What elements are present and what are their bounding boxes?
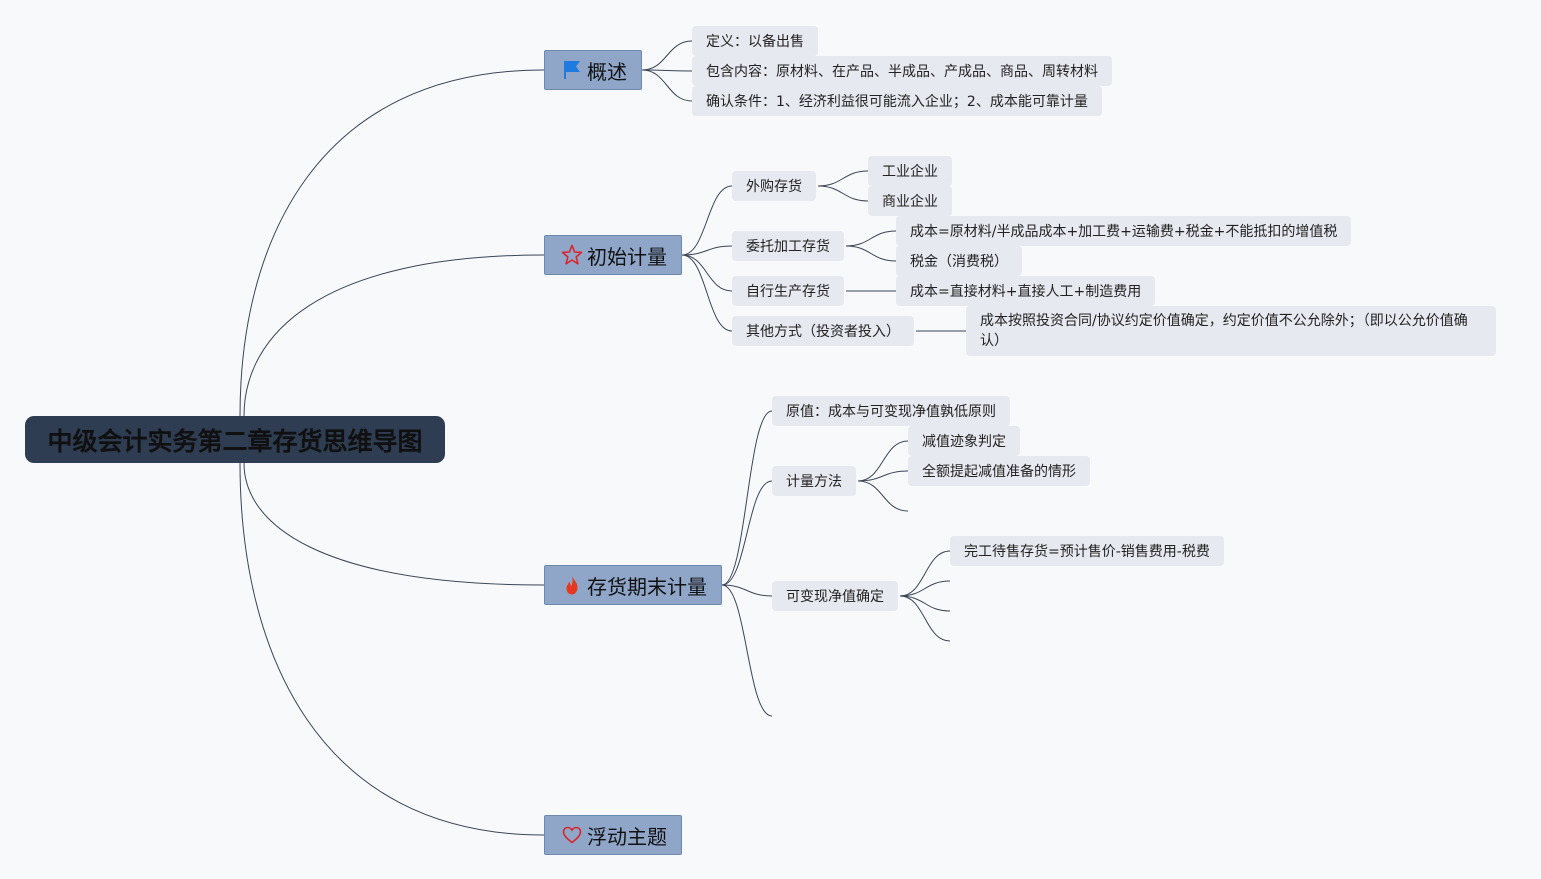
period-end-branch-line <box>721 584 773 717</box>
purchased-branch-line <box>817 185 869 202</box>
original-value[interactable]: 原值：成本与可变现净值孰低原则 <box>772 396 1010 426</box>
overview-item-label: 确认条件：1、经济利益很可能流入企业；2、成本能可靠计量 <box>706 94 1088 110</box>
other-method-label: 其他方式（投资者投入） <box>746 324 900 340</box>
purchased-inventory[interactable]: 外购存货 <box>732 171 816 201</box>
processing-child-label: 税金（消费税） <box>910 254 1008 270</box>
topic-overview-label: 概述 <box>587 59 627 84</box>
self-made-child[interactable]: 成本=直接材料+直接人工+制造费用 <box>896 276 1156 306</box>
purchased-child-label: 工业企业 <box>882 164 938 180</box>
measurement-method-label: 计量方法 <box>786 474 842 490</box>
self-made-inventory[interactable]: 自行生产存货 <box>732 276 844 306</box>
self-made-inventory-label: 自行生产存货 <box>746 284 830 300</box>
nrv-child-label: 完工待售存货=预计售价-销售费用-税费 <box>964 544 1210 560</box>
fire-icon <box>561 574 583 596</box>
period-end-branch-line <box>721 584 773 597</box>
method-child-label: 减值迹象判定 <box>922 434 1006 450</box>
processing-branch-line <box>845 230 897 247</box>
other-method[interactable]: 其他方式（投资者投入） <box>732 316 914 346</box>
flag-icon <box>561 59 583 81</box>
overview-item[interactable]: 包含内容：原材料、在产品、半成品、产成品、商品、周转材料 <box>692 56 1112 86</box>
topic-floating-label: 浮动主题 <box>587 824 667 849</box>
net-realizable-value[interactable]: 可变现净值确定 <box>772 581 898 611</box>
topic-initial-label: 初始计量 <box>587 244 667 269</box>
topic-overview[interactable]: 概述 <box>544 50 642 90</box>
overview-item[interactable]: 确认条件：1、经济利益很可能流入企业；2、成本能可靠计量 <box>692 86 1102 116</box>
net-realizable-value-label: 可变现净值确定 <box>786 589 884 605</box>
nrv-child[interactable]: 完工待售存货=预计售价-销售费用-税费 <box>950 536 1224 566</box>
purchased-child[interactable]: 工业企业 <box>868 156 952 186</box>
processing-branch-line <box>845 245 897 262</box>
method-child[interactable]: 减值迹象判定 <box>908 426 1020 456</box>
purchased-branch-line <box>817 170 869 187</box>
root-title: 中级会计实务第二章存货思维导图 <box>47 426 423 456</box>
processing-inventory[interactable]: 委托加工存货 <box>732 231 844 261</box>
method-branch-line <box>857 440 909 482</box>
initial-branch-line <box>681 254 733 332</box>
overview-branch-line <box>641 69 693 102</box>
period-end-branch-line <box>721 480 773 586</box>
overview-item-label: 包含内容：原材料、在产品、半成品、产成品、商品、周转材料 <box>706 64 1098 80</box>
topic-period-end-label: 存货期末计量 <box>587 574 707 599</box>
nrv-branch-line <box>899 580 951 597</box>
root-topic[interactable]: 中级会计实务第二章存货思维导图 <box>25 416 445 463</box>
heart-icon <box>561 824 583 846</box>
period-end-branch-line <box>721 410 773 586</box>
overview-branch-line <box>641 40 693 71</box>
processing-child[interactable]: 成本=原材料/半成品成本+加工费+运输费+税金+不能抵扣的增值税 <box>896 216 1352 246</box>
nrv-branch-line <box>899 595 951 612</box>
method-branch-line <box>857 470 909 482</box>
root-to-period-end-line <box>243 462 545 586</box>
initial-branch-line <box>681 185 733 256</box>
topic-initial-measurement[interactable]: 初始计量 <box>544 235 682 275</box>
purchased-child-label: 商业企业 <box>882 194 938 210</box>
initial-branch-line <box>681 254 733 292</box>
original-value-label: 原值：成本与可变现净值孰低原则 <box>786 404 996 420</box>
root-to-initial-line <box>243 254 545 417</box>
overview-branch-line <box>641 69 693 72</box>
purchased-inventory-label: 外购存货 <box>746 179 802 195</box>
topic-floating[interactable]: 浮动主题 <box>544 815 682 855</box>
method-child[interactable]: 全额提起减值准备的情形 <box>908 456 1090 486</box>
root-to-floating-line <box>239 462 545 836</box>
method-child-label: 全额提起减值准备的情形 <box>922 464 1076 480</box>
other-method-child[interactable]: 成本按照投资合同/协议约定价值确定，约定价值不公允除外；（即以公允价值确认） <box>966 306 1496 356</box>
processing-inventory-label: 委托加工存货 <box>746 239 830 255</box>
topic-period-end-measurement[interactable]: 存货期末计量 <box>544 565 722 605</box>
nrv-branch-line <box>899 595 951 642</box>
other-method-child-label: 成本按照投资合同/协议约定价值确定，约定价值不公允除外；（即以公允价值确认） <box>980 313 1468 349</box>
measurement-method[interactable]: 计量方法 <box>772 466 856 496</box>
overview-item[interactable]: 定义：以备出售 <box>692 26 818 56</box>
self-made-child-label: 成本=直接材料+直接人工+制造费用 <box>910 284 1142 300</box>
overview-item-label: 定义：以备出售 <box>706 34 804 50</box>
processing-child-label: 成本=原材料/半成品成本+加工费+运输费+税金+不能抵扣的增值税 <box>910 224 1338 240</box>
processing-child[interactable]: 税金（消费税） <box>896 246 1022 276</box>
purchased-child[interactable]: 商业企业 <box>868 186 952 216</box>
nrv-branch-line <box>899 550 951 597</box>
star-icon <box>561 244 583 266</box>
method-branch-line <box>857 480 909 512</box>
root-to-overview-line <box>239 69 545 417</box>
initial-branch-line <box>681 245 733 256</box>
